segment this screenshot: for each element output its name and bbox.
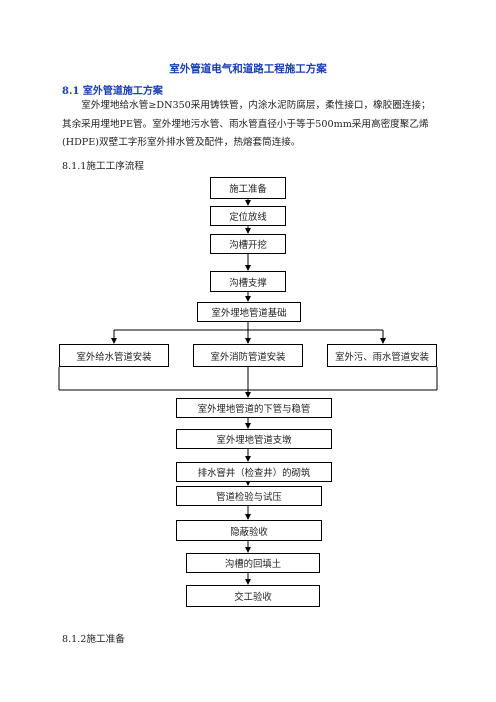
flow-step-pipe-buttress: 室外埋地管道支墩 — [176, 429, 332, 449]
flow-step-backfill: 沟槽的回填土 — [186, 553, 320, 573]
flow-step-setting-out: 定位放线 — [210, 206, 286, 226]
subsection-heading-flow: 8.1.1施工工序流程 — [62, 161, 144, 172]
flow-step-final-acceptance: 交工验收 — [186, 585, 320, 607]
subsection-heading-prep: 8.1.2施工准备 — [62, 634, 125, 645]
flow-step-manhole-masonry: 排水窨井（检查井）的砌筑 — [176, 462, 332, 482]
flow-branch-sewage-rainwater: 室外污、雨水管道安装 — [327, 344, 437, 367]
flow-branch-fire-protection: 室外消防管道安装 — [193, 344, 303, 367]
flow-step-pipe-foundation: 室外埋地管道基础 — [197, 302, 301, 322]
flow-step-trench-support: 沟槽支撑 — [210, 271, 286, 292]
section-heading: 8.1 室外管道施工方案 — [62, 86, 163, 97]
intro-paragraph: 室外埋地给水管≥DN350采用铸铁管，内涂水泥防腐层，柔性接口，橡胶圈连接；其余… — [62, 100, 431, 148]
flow-step-inspection-pressure-test: 管道检验与试压 — [176, 486, 322, 506]
flow-step-concealed-acceptance: 隐蔽验收 — [176, 520, 322, 541]
flow-step-construction-prep: 施工准备 — [210, 177, 286, 199]
flow-step-lowering-stabilizing: 室外埋地管道的下管与稳管 — [176, 398, 332, 418]
document-title: 室外管道电气和道路工程施工方案 — [169, 63, 327, 75]
flow-branch-water-supply: 室外给水管道安装 — [59, 344, 169, 367]
flow-step-trench-excavation: 沟槽开挖 — [210, 234, 286, 254]
